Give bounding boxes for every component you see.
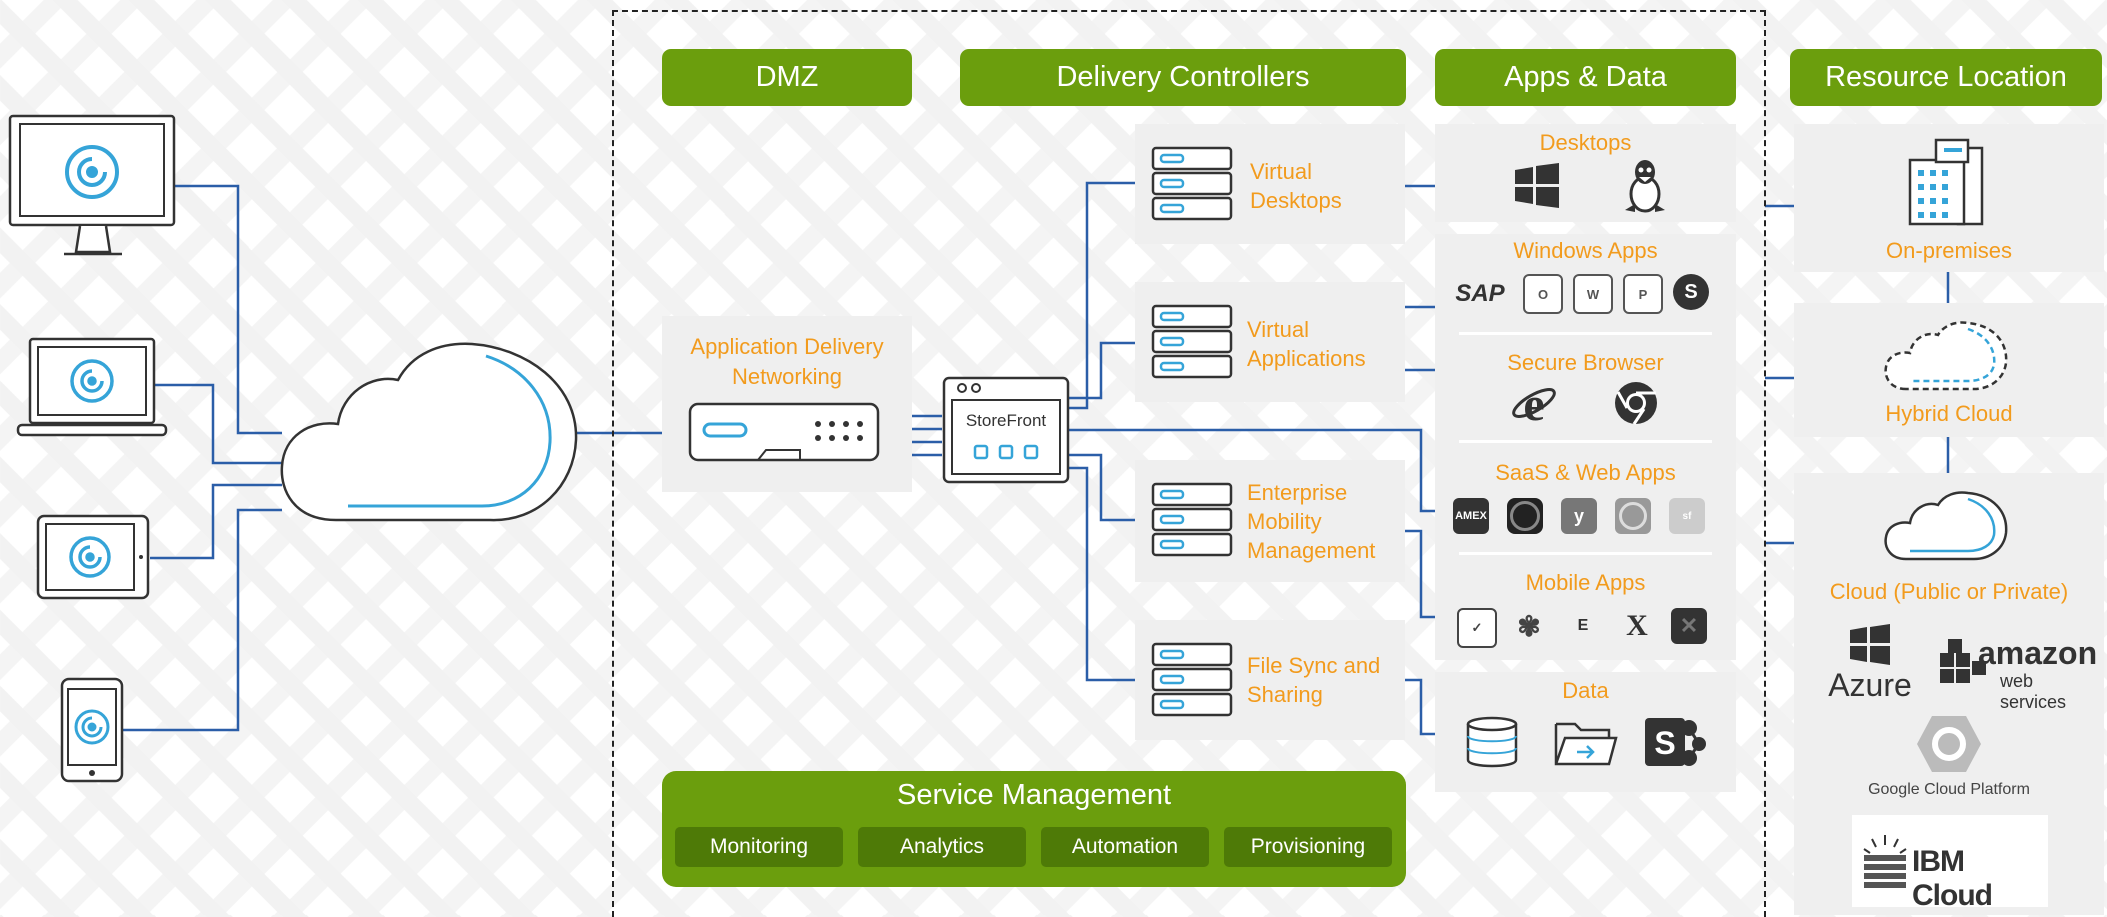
google-cloud-logo: Google Cloud Platform xyxy=(1844,713,2054,803)
server-stack-icon xyxy=(1151,642,1233,717)
google-cloud-label: Google Cloud Platform xyxy=(1868,781,2030,798)
cloud-panel: Cloud (Public or Private) Azure amazon w… xyxy=(1794,473,2104,915)
word-icon: W xyxy=(1573,274,1613,314)
sap-icon: SAP xyxy=(1455,280,1505,307)
internet-cloud-icon xyxy=(276,340,582,526)
secure-browser-title: Secure Browser xyxy=(1507,350,1664,375)
building-icon xyxy=(1908,138,1984,226)
storefront-server: StoreFront xyxy=(942,376,1070,484)
divider xyxy=(1459,332,1712,335)
sharepoint-icon: S xyxy=(1645,718,1706,766)
on-premises-label: On-premises xyxy=(1886,238,2012,263)
adn-label: Application Delivery Networking xyxy=(690,334,884,389)
powerpoint-icon: P xyxy=(1623,274,1663,314)
citrix-receiver-icon xyxy=(69,536,111,578)
web-app-icon xyxy=(1615,498,1651,534)
skype-icon: S xyxy=(1673,274,1709,310)
chrome-icon xyxy=(1615,382,1657,425)
service-automation: Automation xyxy=(1041,827,1209,867)
x-app-icon: X xyxy=(1626,609,1648,642)
controller-label: Enterprise Mobility Management xyxy=(1247,480,1376,563)
service-analytics: Analytics xyxy=(858,827,1026,867)
controller-label: Virtual Desktops xyxy=(1250,159,1342,213)
header-apps-data: Apps & Data xyxy=(1435,49,1736,106)
aws-logo: amazon web services xyxy=(1938,631,2097,712)
controller-label: File Sync and Sharing xyxy=(1247,653,1381,707)
data-title: Data xyxy=(1562,678,1609,703)
mobile-apps-title: Mobile Apps xyxy=(1525,570,1646,595)
expense-app-icon: E xyxy=(1577,617,1589,634)
cloud-icon xyxy=(1884,491,2008,561)
mail-app-icon: ✓ xyxy=(1457,608,1497,648)
divider xyxy=(1459,440,1712,443)
desktop-monitor-device xyxy=(8,114,178,262)
ibm-cloud-logo: IBM Cloud xyxy=(1852,815,2048,912)
divider xyxy=(1459,552,1712,555)
linux-icon xyxy=(1625,160,1665,213)
desktops-title: Desktops xyxy=(1539,130,1632,155)
controller-virtual-desktops: Virtual Desktops xyxy=(1135,124,1405,244)
smartphone-device xyxy=(60,677,124,783)
database-icon xyxy=(1466,716,1518,768)
outlook-icon: O xyxy=(1523,274,1563,314)
tablet-device xyxy=(36,514,150,600)
citrix-receiver-icon xyxy=(65,145,119,199)
on-premises-panel: On-premises xyxy=(1794,124,2104,272)
aws-amazon-label: amazon xyxy=(1978,635,2098,671)
service-management-title: Service Management xyxy=(896,779,1172,811)
service-provisioning: Provisioning xyxy=(1224,827,1392,867)
header-resource-location: Resource Location xyxy=(1790,49,2102,106)
controller-virtual-applications: Virtual Applications xyxy=(1135,282,1405,402)
laptop-device xyxy=(16,337,168,439)
windows-apps-title: Windows Apps xyxy=(1513,238,1658,263)
apps-panel: Windows Apps SAP O W P S Secure Browser … xyxy=(1435,234,1736,660)
service-monitoring: Monitoring xyxy=(675,827,843,867)
mobile-app-icon: ✕ xyxy=(1671,608,1707,644)
aws-web-services-label: web services xyxy=(2000,671,2067,712)
aws-cubes-icon xyxy=(1940,639,1986,683)
citrix-receiver-icon xyxy=(70,359,114,403)
saas-web-apps-title: SaaS & Web Apps xyxy=(1495,460,1676,485)
azure-label: Azure xyxy=(1828,667,1912,703)
service-management-panel: Service Management Monitoring Analytics … xyxy=(662,771,1406,887)
storefront-label: StoreFront xyxy=(965,411,1047,430)
google-cloud-hexagon-icon xyxy=(1917,716,1981,772)
windows-icon xyxy=(1515,163,1559,208)
data-panel: Data S xyxy=(1435,672,1736,792)
netscaler-appliance-icon xyxy=(688,402,880,462)
internet-explorer-icon: e xyxy=(1512,378,1556,428)
hybrid-cloud-panel: Hybrid Cloud xyxy=(1794,303,2104,437)
citrix-receiver-icon xyxy=(74,709,110,745)
server-stack-icon xyxy=(1151,482,1233,557)
desktops-panel: Desktops xyxy=(1435,124,1736,222)
salesforce-icon: sf xyxy=(1669,498,1705,534)
hybrid-cloud-label: Hybrid Cloud xyxy=(1885,401,2013,426)
mobile-app-icon: ✾ xyxy=(1517,610,1541,642)
amex-icon: AMEX xyxy=(1453,498,1489,534)
svg-text:e: e xyxy=(1523,378,1544,428)
controller-file-sync: File Sync and Sharing xyxy=(1135,620,1405,740)
controller-label: Virtual Applications xyxy=(1247,317,1366,371)
adn-panel: Application Delivery Networking xyxy=(662,316,912,492)
svg-text:S: S xyxy=(1654,725,1675,761)
hybrid-cloud-icon xyxy=(1884,321,2008,391)
controller-enterprise-mobility: Enterprise Mobility Management xyxy=(1135,460,1405,582)
cloud-label: Cloud (Public or Private) xyxy=(1829,579,2069,604)
server-stack-icon xyxy=(1151,304,1233,379)
header-dmz: DMZ xyxy=(662,49,912,106)
ibm-cloud-label: IBM Cloud xyxy=(1912,845,1993,912)
web-app-icon xyxy=(1507,498,1543,534)
header-delivery-controllers: Delivery Controllers xyxy=(960,49,1406,106)
server-stack-icon xyxy=(1151,146,1233,221)
yammer-icon: y xyxy=(1561,498,1597,534)
ibm-cloud-icon xyxy=(1863,835,1907,888)
folder-icon xyxy=(1554,722,1618,766)
datacenter-zone xyxy=(612,10,1766,917)
windows-icon xyxy=(1850,624,1890,665)
azure-logo: Azure xyxy=(1822,623,1918,703)
